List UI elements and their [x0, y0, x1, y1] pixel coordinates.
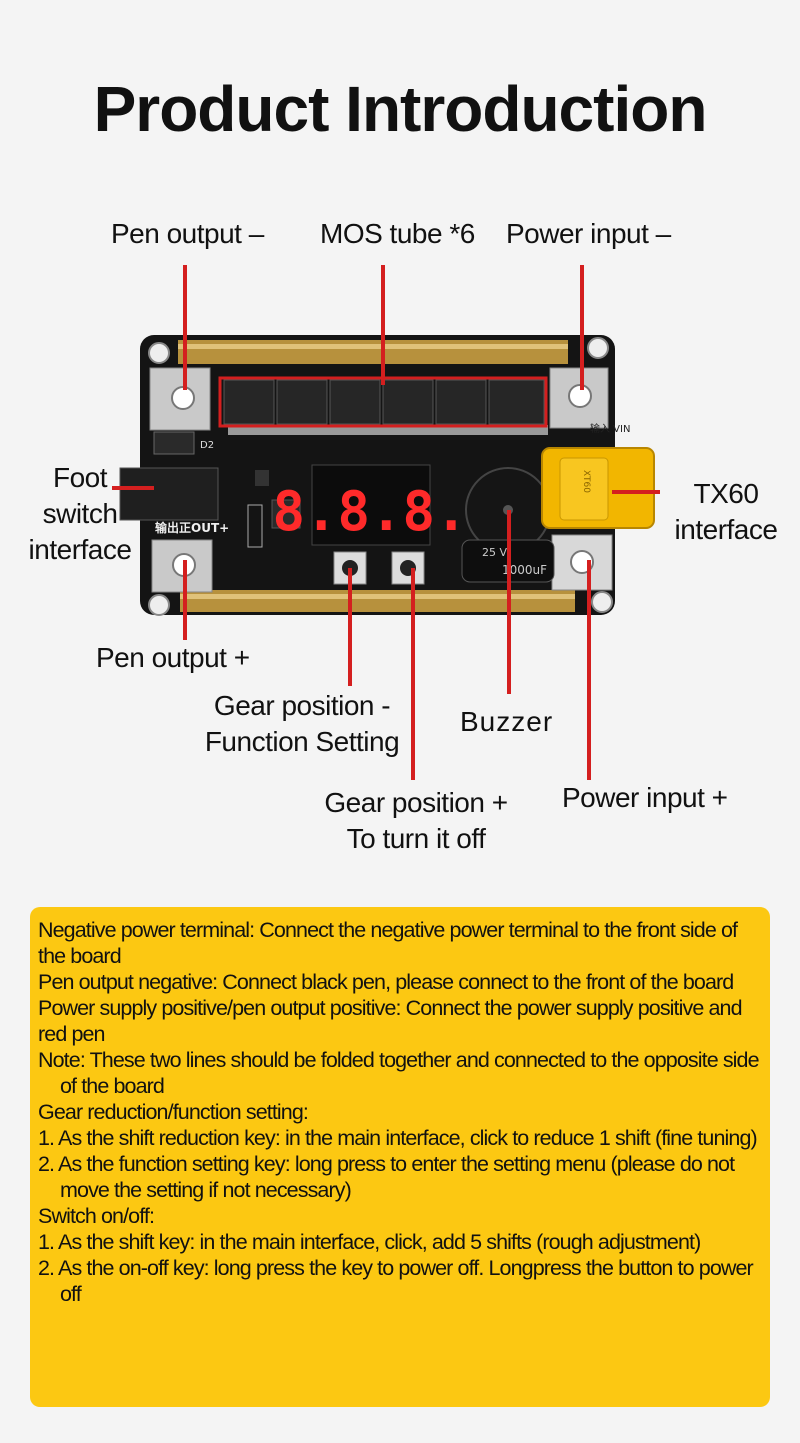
callout-line-mos-tube	[381, 265, 385, 385]
label-gear-minus-line2: Function Setting	[204, 726, 400, 757]
label-mos-tube: MOS tube *6	[320, 218, 475, 249]
page-title: Product Introduction	[93, 73, 708, 145]
note-line: Power supply positive/pen output positiv…	[38, 996, 743, 1046]
input-silkscreen: 输入 VIN	[590, 422, 630, 435]
foot-switch-jack	[119, 467, 219, 521]
label-tx60-interface: TX60 interface	[660, 476, 792, 548]
display-digits: 8.8.8.	[272, 480, 467, 543]
callout-line-buzzer	[507, 510, 511, 694]
label-power-input-minus: Power input –	[506, 218, 671, 249]
callout-line-foot-switch	[112, 486, 154, 490]
note-line: 1. As the shift key: in the main interfa…	[38, 1230, 701, 1254]
label-foot-line1: Foot	[52, 462, 108, 493]
label-gear-plus: Gear position + To turn it off	[316, 785, 516, 857]
label-gear-plus-line2: To turn it off	[346, 823, 486, 854]
pcb-board-image: D2 输出正OUT+ 8.8.8. 25 V 1000uF 输入 VIN XT6…	[119, 335, 655, 616]
note-line: Note: These two lines should be folded t…	[38, 1048, 760, 1098]
mounting-hole	[591, 591, 613, 613]
label-buzzer: Buzzer	[460, 706, 554, 737]
instructions-panel: Negative power terminal: Connect the neg…	[30, 907, 770, 1407]
callout-line-gear-plus	[411, 568, 415, 780]
seven-segment-display	[311, 464, 431, 546]
mos-tubes	[223, 379, 545, 425]
copper-bar-top	[178, 340, 568, 364]
label-foot-line2: switch	[42, 498, 118, 529]
note-line: Switch on/off:	[38, 1204, 155, 1228]
callout-line-pen-output-minus	[183, 265, 187, 390]
note-line: 2. As the function setting key: long pre…	[38, 1152, 735, 1202]
label-tx60-line2: interface	[674, 514, 778, 545]
xt60-marking: XT60	[581, 470, 591, 493]
label-power-input-plus: Power input +	[562, 782, 728, 813]
note-line: 1. As the shift reduction key: in the ma…	[38, 1126, 758, 1150]
mounting-hole	[587, 337, 609, 359]
note-line: Pen output negative: Connect black pen, …	[38, 970, 734, 994]
mounting-hole	[148, 594, 170, 616]
label-gear-minus-line1: Gear position -	[213, 690, 391, 721]
label-pen-output-plus: Pen output +	[96, 642, 250, 673]
note-line: Gear reduction/function setting:	[38, 1100, 309, 1124]
mounting-hole	[148, 342, 170, 364]
callout-line-pen-output-plus	[183, 560, 187, 640]
label-foot-line3: interface	[28, 534, 132, 565]
callout-line-power-input-plus	[587, 560, 591, 780]
callout-line-gear-minus	[348, 568, 352, 686]
label-gear-minus: Gear position - Function Setting	[196, 688, 408, 760]
label-tx60-line1: TX60	[693, 478, 759, 509]
label-gear-plus-line1: Gear position +	[324, 787, 508, 818]
callout-line-tx60	[612, 490, 660, 494]
cap-voltage-marking: 25 V	[482, 546, 507, 559]
label-foot-switch-interface: Foot switch interface	[15, 460, 145, 568]
callout-line-power-input-minus	[580, 265, 584, 390]
cap-value-marking: 1000uF	[502, 563, 547, 577]
label-pen-output-minus: Pen output –	[111, 218, 264, 249]
output-silkscreen: 输出正OUT+	[155, 520, 229, 535]
copper-bar-bottom	[180, 590, 575, 612]
note-line: 2. As the on-off key: long press the key…	[38, 1256, 754, 1306]
d2-marking: D2	[200, 440, 214, 451]
note-line: Negative power terminal: Connect the neg…	[38, 918, 738, 968]
